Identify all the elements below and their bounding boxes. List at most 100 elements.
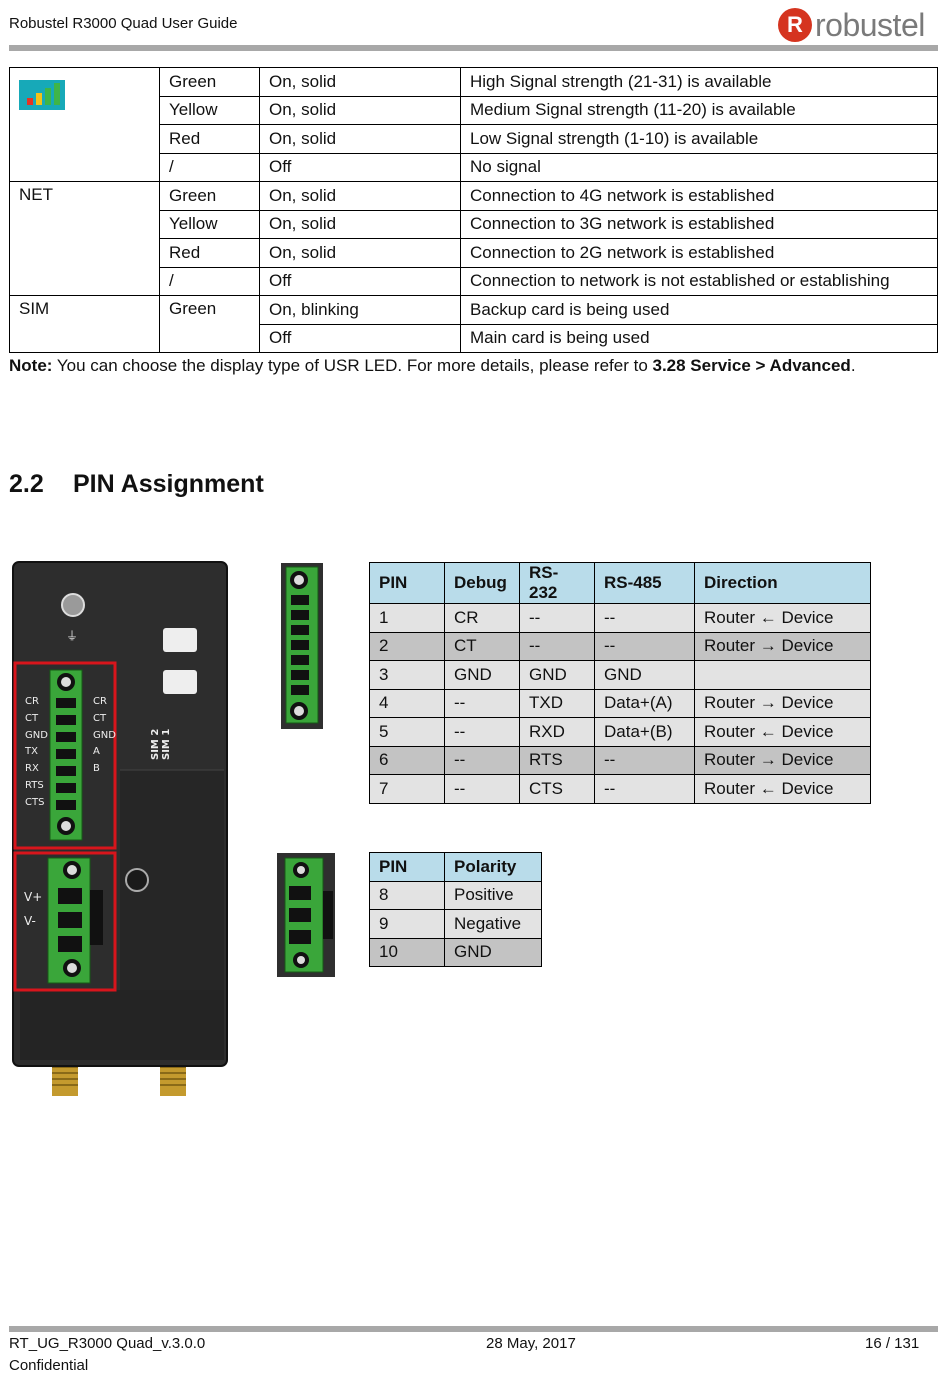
pin-label: B xyxy=(93,763,100,775)
note-end: . xyxy=(850,356,856,375)
header-divider xyxy=(9,45,938,51)
table-cell: -- xyxy=(594,631,695,661)
pin-label: CR xyxy=(93,696,107,707)
led-state: On, solid xyxy=(259,95,461,125)
table-cell: Router ← Device xyxy=(694,603,871,633)
logo-mark: R xyxy=(778,8,812,42)
led-color: Red xyxy=(159,124,260,154)
table-cell: Router → Device xyxy=(694,688,871,718)
led-state: On, solid xyxy=(259,209,461,239)
led-state: Off xyxy=(259,266,461,296)
power-labels: V+ V- xyxy=(24,885,42,933)
led-description: Connection to 2G network is established xyxy=(460,238,938,268)
footer-page-number: 16 / 131 xyxy=(865,1335,920,1352)
note-reference: 3.28 Service > Advanced xyxy=(652,356,851,375)
table-cell: Router → Device xyxy=(694,631,871,661)
table-row: 6--RTS--Router → Device xyxy=(369,745,871,775)
sim-slot-label: SIM 2 xyxy=(150,728,161,760)
table-cell: RTS xyxy=(519,745,595,775)
table-cell: Router ← Device xyxy=(694,774,871,804)
pin-label: CT xyxy=(93,712,107,724)
note-label: Note: xyxy=(9,356,53,375)
led-color: / xyxy=(159,152,260,182)
led-description: Connection to 3G network is established xyxy=(460,209,938,239)
table-cell: -- xyxy=(519,603,595,633)
signal-strength-icon xyxy=(19,80,65,110)
led-color: Red xyxy=(159,238,260,268)
table-row: Red On, solid Low Signal strength (1-10)… xyxy=(10,124,938,154)
screw-icon xyxy=(125,868,149,892)
table-row: NET Green On, solid Connection to 4G net… xyxy=(9,181,938,296)
table-row: SIM Green On, blinking Backup card is be… xyxy=(9,295,938,353)
table-cell: -- xyxy=(594,745,695,775)
led-indicator-name: SIM xyxy=(9,295,160,353)
led-description: Main card is being used xyxy=(460,323,938,353)
table-cell: 1 xyxy=(369,603,445,633)
serial-right-labels: CR CT GND A B xyxy=(93,694,116,778)
pin-label: V+ xyxy=(24,890,43,904)
robustel-logo: R robustel xyxy=(778,6,925,44)
power-connector-image xyxy=(277,853,335,977)
led-indicator-name: NET xyxy=(9,181,160,296)
table-header-row: PIN Polarity xyxy=(369,852,542,882)
serial-port-highlight xyxy=(13,661,117,850)
led-color: Green xyxy=(159,181,260,211)
table-cell: -- xyxy=(444,688,520,718)
table-cell: CT xyxy=(444,631,520,661)
table-cell: -- xyxy=(594,774,695,804)
led-description: Connection to network is not established… xyxy=(460,266,938,296)
footer-date: 28 May, 2017 xyxy=(486,1335,576,1352)
table-row: Green On, solid High Signal strength (21… xyxy=(9,67,938,182)
pin-label: CTS xyxy=(25,796,45,808)
pin-label: GND xyxy=(25,729,48,741)
serial-left-labels: CR CT GND TX RX RTS CTS xyxy=(25,694,48,812)
table-cell: 4 xyxy=(369,688,445,718)
table-cell: -- xyxy=(444,717,520,747)
led-status-table: Green On, solid High Signal strength (21… xyxy=(9,67,938,353)
led-state: Off xyxy=(259,323,461,353)
led-description: No signal xyxy=(460,152,938,182)
pin-label: V- xyxy=(24,914,36,928)
led-description: Backup card is being used xyxy=(460,295,938,325)
led-description: High Signal strength (21-31) is availabl… xyxy=(460,67,938,97)
footer-classification: Confidential xyxy=(9,1357,89,1374)
note-text: You can choose the display type of USR L… xyxy=(52,356,653,375)
table-row: Yellow On, solid Medium Signal strength … xyxy=(10,95,938,125)
sim-slot-label: SIM 1 xyxy=(161,728,172,760)
logo-text: robustel xyxy=(815,6,925,43)
table-cell: Router ← Device xyxy=(694,717,871,747)
led-color: Yellow xyxy=(159,95,260,125)
pin-label: CT xyxy=(25,712,39,724)
table-row: Yellow On, solid Connection to 3G networ… xyxy=(10,209,938,239)
pin-label: RX xyxy=(25,763,39,775)
table-cell: 2 xyxy=(369,631,445,661)
table-cell: -- xyxy=(444,774,520,804)
table-cell: RXD xyxy=(519,717,595,747)
table-cell: Negative xyxy=(444,909,542,939)
table-cell: 3 xyxy=(369,660,445,690)
table-cell: 6 xyxy=(369,745,445,775)
led-color: / xyxy=(159,266,260,296)
sim-card-icon xyxy=(163,670,197,694)
note-paragraph: Note: You can choose the display type of… xyxy=(9,356,856,376)
table-cell: GND xyxy=(594,660,695,690)
table-cell: 10 xyxy=(369,937,445,967)
table-cell: Router → Device xyxy=(694,745,871,775)
footer-divider xyxy=(9,1326,938,1332)
section-number: 2.2 xyxy=(9,470,44,498)
column-header: RS-232 xyxy=(519,562,595,604)
column-header: Polarity xyxy=(444,852,542,882)
table-cell: 5 xyxy=(369,717,445,747)
table-cell: 9 xyxy=(369,909,445,939)
router-device-illustration: ⏚ xyxy=(12,561,228,1096)
led-color: Green xyxy=(159,295,260,353)
